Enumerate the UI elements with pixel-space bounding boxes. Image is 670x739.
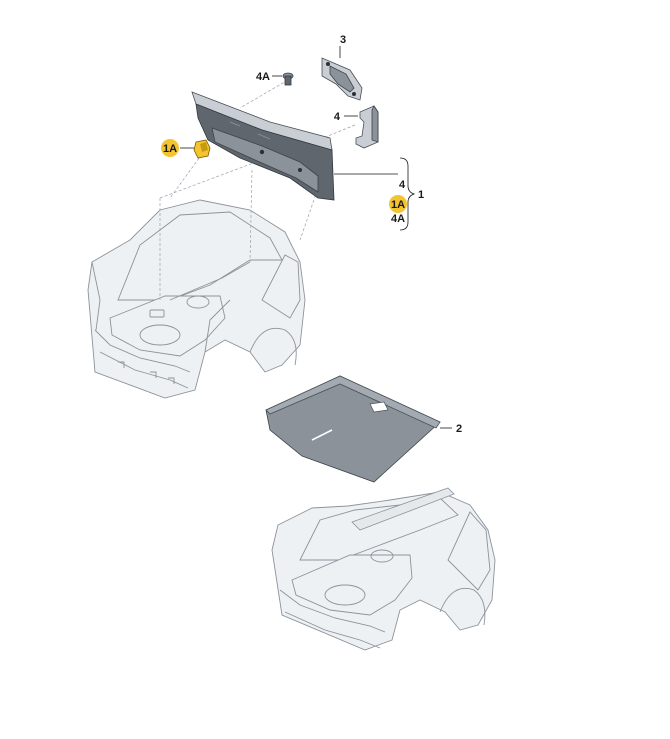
lower-car-body [271, 487, 496, 651]
bracket-part [355, 105, 379, 149]
bolt-part [282, 72, 294, 86]
trunk-floor-mat-part [265, 375, 441, 483]
callout-group-4a: 4A [391, 213, 405, 225]
clip-part [193, 139, 211, 159]
callout-part-4-bracket: 4 [334, 111, 341, 123]
mounting-plate-part [321, 57, 363, 101]
callout-group-total: 1 [418, 189, 424, 201]
trunk-sill-trim-part [191, 91, 335, 201]
clip-callout-badge [161, 139, 179, 157]
callout-part-3: 3 [340, 34, 346, 46]
callout-group-1a: 1A [391, 199, 405, 211]
callout-part-2: 2 [456, 423, 462, 435]
curly-brace-icon [399, 157, 416, 231]
lower-trunk-floor [291, 554, 413, 616]
callout-group-4: 4 [399, 179, 406, 191]
callout-part-4a-bolt: 4A [256, 71, 270, 83]
group-1a-callout-badge [389, 195, 407, 213]
callout-leaders [180, 46, 452, 429]
callout-part-1a-clip: 1A [163, 143, 177, 155]
upper-car-body [87, 199, 306, 399]
